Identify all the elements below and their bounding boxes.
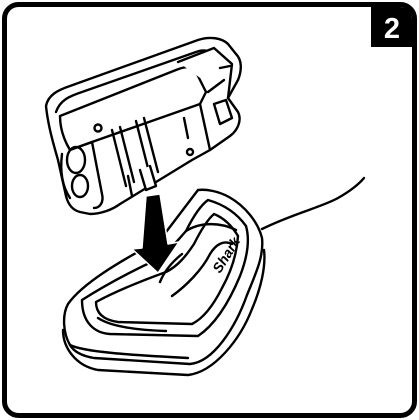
step-badge-background (371, 7, 412, 47)
step-badge: 2 (371, 7, 412, 47)
power-cord-icon (260, 176, 366, 231)
insert-down-arrow-icon (131, 193, 180, 274)
charging-dock-icon (61, 188, 266, 377)
battery-pack-icon (44, 36, 242, 216)
step-number: 2 (384, 13, 400, 45)
